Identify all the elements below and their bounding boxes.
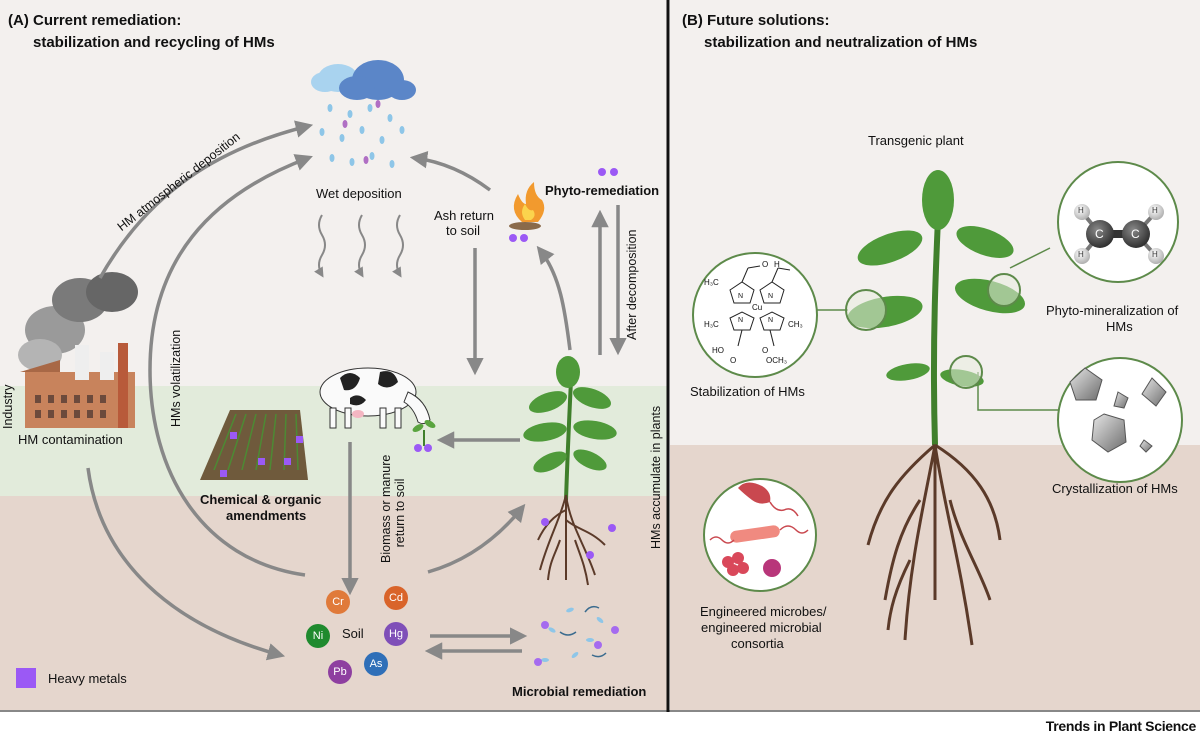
chem-cu: Cu [752, 303, 763, 312]
label-phyto-mineralization-2: HMs [1106, 319, 1133, 334]
chem-o-1: O [730, 356, 737, 365]
engineered-microbes-icon [709, 482, 809, 577]
panel-b-title: (B) Future solutions: [682, 12, 830, 29]
crop-field-icon [200, 410, 308, 480]
label-ash-return: Ash return [434, 208, 494, 223]
metal-cd: Cd [384, 586, 408, 610]
fire-icon [509, 182, 545, 242]
chem-o-top: O [762, 260, 769, 269]
label-wet-deposition: Wet deposition [316, 186, 402, 201]
zoom-circles [845, 273, 1021, 389]
chem-h-top: H [774, 260, 780, 269]
panel-a-title: (A) Current remediation: [8, 12, 182, 29]
label-chemical-organic: Chemical & organic [200, 492, 322, 507]
metal-cr: Cr [326, 590, 350, 614]
label-crystallization: Crystallization of HMs [1052, 481, 1178, 496]
panel-a-subtitle: stabilization and recycling of HMs [33, 34, 275, 51]
label-microbial-remediation: Microbial remediation [512, 684, 647, 699]
label-amendments: amendments [226, 508, 307, 523]
chem-h3c-top: H₃C [704, 278, 719, 287]
chem-n-3: N [738, 317, 744, 324]
arrow-contamination-soil [86, 467, 286, 661]
atom-h-1: H [1078, 206, 1084, 215]
label-engineered-microbes: Engineered microbes/ [700, 604, 827, 619]
chem-ch3: CH₃ [788, 320, 803, 329]
chem-n-4: N [768, 317, 774, 324]
label-biomass-return-2: return to soil [393, 478, 407, 548]
label-engineered-consortia: engineered microbial [701, 620, 822, 635]
label-after-decomposition: After decomposition [625, 229, 639, 340]
label-volatilization: HMs volatilization [169, 329, 183, 427]
label-soil: Soil [342, 626, 364, 641]
label-heavy-metals-legend: Heavy metals [48, 671, 127, 686]
cow-icon [319, 367, 431, 429]
metal-pb: Pb [328, 660, 352, 684]
journal-credit: Trends in Plant Science [1045, 718, 1197, 734]
stabilization-callout [692, 252, 818, 378]
phyto-dots [598, 168, 618, 176]
label-phyto-mineralization: Phyto-mineralization of [1046, 303, 1179, 318]
heavy-metals-legend-swatch [16, 668, 36, 688]
wet-deposition-waves [314, 214, 404, 278]
industry-icon [18, 272, 138, 428]
plant-a-icon [523, 356, 617, 586]
atom-h-2: H [1078, 250, 1084, 259]
panel-b-subtitle: stabilization and neutralization of HMs [704, 34, 978, 51]
arrow-volatilization [148, 154, 313, 577]
transgenic-plant-icon [847, 170, 1025, 646]
chem-n-2: N [768, 293, 774, 300]
chem-ho: HO [712, 346, 724, 355]
ethylene-molecule-icon [1074, 204, 1164, 264]
label-hm-contamination: HM contamination [18, 432, 123, 447]
arrow-ash-to-cloud [409, 150, 492, 192]
metal-ni: Ni [306, 624, 330, 648]
label-industry: Industry [1, 384, 15, 429]
phyto-mineralization-callout [1057, 161, 1179, 283]
chlorophyll-structure-icon [729, 265, 791, 347]
atom-h-3: H [1152, 206, 1158, 215]
atom-c-right: C [1131, 227, 1140, 241]
label-biomass-return: Biomass or manure [379, 454, 393, 563]
chem-o-2: O [762, 346, 769, 355]
label-transgenic-plant: Transgenic plant [868, 133, 964, 148]
atom-c-left: C [1095, 227, 1104, 241]
microbes-icon [534, 605, 619, 666]
rain-cloud-icon [311, 60, 416, 100]
label-hms-accumulate: HMs accumulate in plants [649, 405, 663, 549]
callout-connectors [815, 247, 1058, 411]
label-to-soil: to soil [446, 223, 480, 238]
crystals-icon [1069, 367, 1167, 453]
chem-h3c-bottom: H₃C [704, 320, 719, 329]
raindrops [319, 100, 405, 168]
chem-och3: OCH₃ [766, 356, 788, 365]
arrow-atmospheric [98, 120, 314, 279]
arrows-panel-a [86, 120, 627, 661]
arrow-plant-to-fire [536, 245, 572, 351]
arrow-soil-to-plant [427, 503, 526, 574]
label-stabilization: Stabilization of HMs [690, 384, 805, 399]
label-consortia: consortia [731, 636, 784, 651]
chem-n-1: N [738, 293, 744, 300]
sprout-icon [412, 420, 436, 452]
metal-hg: Hg [384, 622, 408, 646]
label-phyto-remediation: Phyto-remediation [545, 183, 660, 198]
metal-as: As [364, 652, 388, 676]
sky-background [0, 0, 667, 386]
atom-h-4: H [1152, 250, 1158, 259]
